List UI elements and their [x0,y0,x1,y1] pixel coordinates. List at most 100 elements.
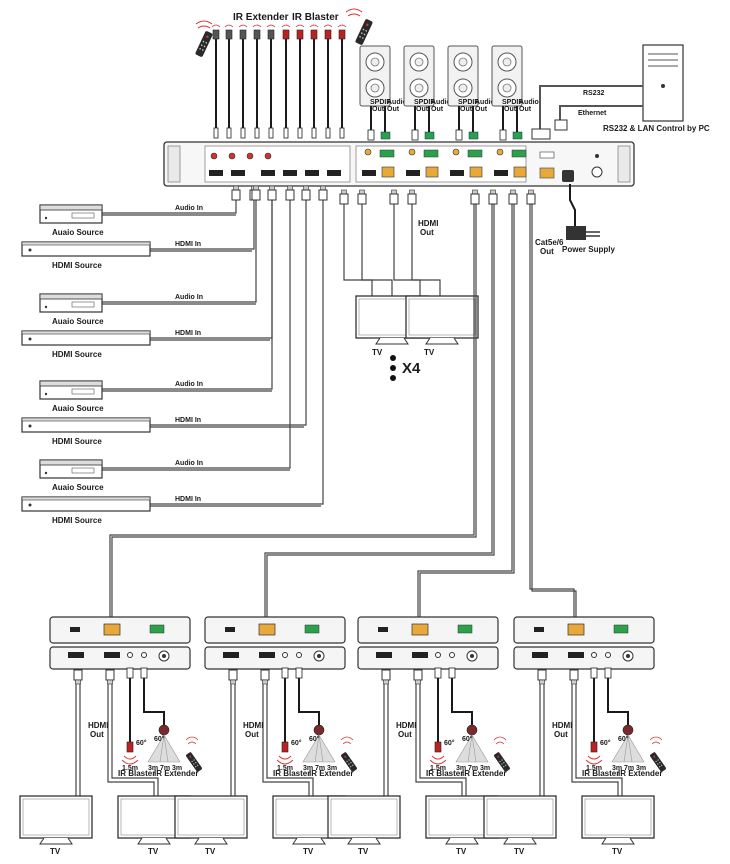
ir-blaster-emitter-icon [590,741,598,753]
rj45-port [103,623,121,636]
hdmi-port [327,170,341,176]
angle-label: 60° [154,735,165,743]
rj45-port [258,623,276,636]
hdmi-plug-icon [407,189,417,205]
hdmi-port [231,170,245,176]
top-ir-devices [194,8,374,139]
ir-blaster-emitter-icon [295,24,305,139]
hdmi-port [568,652,584,658]
tv-label: TV [148,847,159,856]
tv-icon [19,795,93,845]
distance-label: 7m [624,765,634,772]
hdmi-source-label: HDMI Source [52,261,102,270]
ir-blaster-label: IR Blaster [292,12,339,23]
rj45-plug-icon [488,189,498,205]
distance-label: 7m [160,765,170,772]
rj45-port [567,623,585,636]
tv-label: TV [50,847,61,856]
angle-label: 60° [309,735,320,743]
ir-extender-sensor-icon [252,24,262,139]
hdmi-in-label: HDMI In [175,496,201,503]
hdmi-in-label: HDMI In [175,241,201,248]
distance-label: 1.5m [430,765,446,772]
audio-in-label: Audio In [175,460,203,467]
hdmi-port [209,170,223,176]
hdmi-in-label: HDMI In [175,417,201,424]
remote-control-icon [354,18,374,46]
ir-extender-sensor-icon [238,24,248,139]
ir-extender-sensor-icon [158,724,170,736]
cable-plug-icon [318,185,328,201]
rca-port [210,152,218,160]
hdmi-port [376,652,392,658]
speaker-icon [403,45,435,107]
tv-icon [483,795,557,845]
speaker-icon [447,45,479,107]
tv-label: TV [612,847,623,856]
audio-source-device-icon [39,293,103,313]
local-tv-label-1: TV [372,348,383,357]
cable-plug-icon [267,185,277,201]
hdmi-plug-icon [105,669,115,685]
ir-blaster-label: IR Blaster [582,769,619,778]
audio-source-label: Auaio Source [52,228,104,237]
ir-blaster-label: IR Blaster [426,769,463,778]
ir-extender-sensor-icon [211,24,221,139]
ir-blaster-emitter-icon [309,24,319,139]
tv-icon [327,795,401,845]
rj45-port [469,166,483,178]
tv-label: TV [456,847,467,856]
distance-label: 7m [315,765,325,772]
hdmi-port [104,652,120,658]
distance-label: 1.5m [122,765,138,772]
ethernet-connector [554,119,568,131]
hdmi-source-label: HDMI Source [52,437,102,446]
local-tv-icon [405,295,479,345]
source-plugs [231,185,328,201]
rca-port [246,152,254,160]
speaker-icon [491,45,523,107]
rj45-plug-icon [526,189,536,205]
distance-label: 3m [148,765,158,772]
hdmi-plug-icon [73,669,83,685]
audio-source-device-icon [39,459,103,479]
hdmi-source-device-icon [21,417,151,433]
hdmi-source-label: HDMI Source [52,350,102,359]
distance-label: 1.5m [277,765,293,772]
hdmi-source-device-icon [21,241,151,257]
pc-tower-icon [642,44,684,122]
ir-blaster-emitter-icon [281,24,291,139]
power-port [562,170,574,182]
power-button-icon [591,166,603,178]
power-supply-label: Power Supply [562,245,615,254]
audio-source-device-icon [39,380,103,400]
ir-extender-sensor-icon [622,724,634,736]
hdmi-plug-icon [537,669,547,685]
distance-label: 3m [480,765,490,772]
angle-label: 60° [291,739,302,747]
tv-label: TV [205,847,216,856]
hdmi-port [223,652,239,658]
angle-label: 60° [618,735,629,743]
distance-label: 3m [303,765,313,772]
ir-blaster-emitter-icon [126,741,134,753]
angle-label: 60° [600,739,611,747]
hdmi-source-label: HDMI Source [52,516,102,525]
tv-icon [581,795,655,845]
hdmi-port [68,652,84,658]
ir-extender-label: IR Extender [309,769,353,778]
audio-in-label: Audio In [175,205,203,212]
hdmi-port [494,170,508,176]
hdmi-port [283,170,297,176]
